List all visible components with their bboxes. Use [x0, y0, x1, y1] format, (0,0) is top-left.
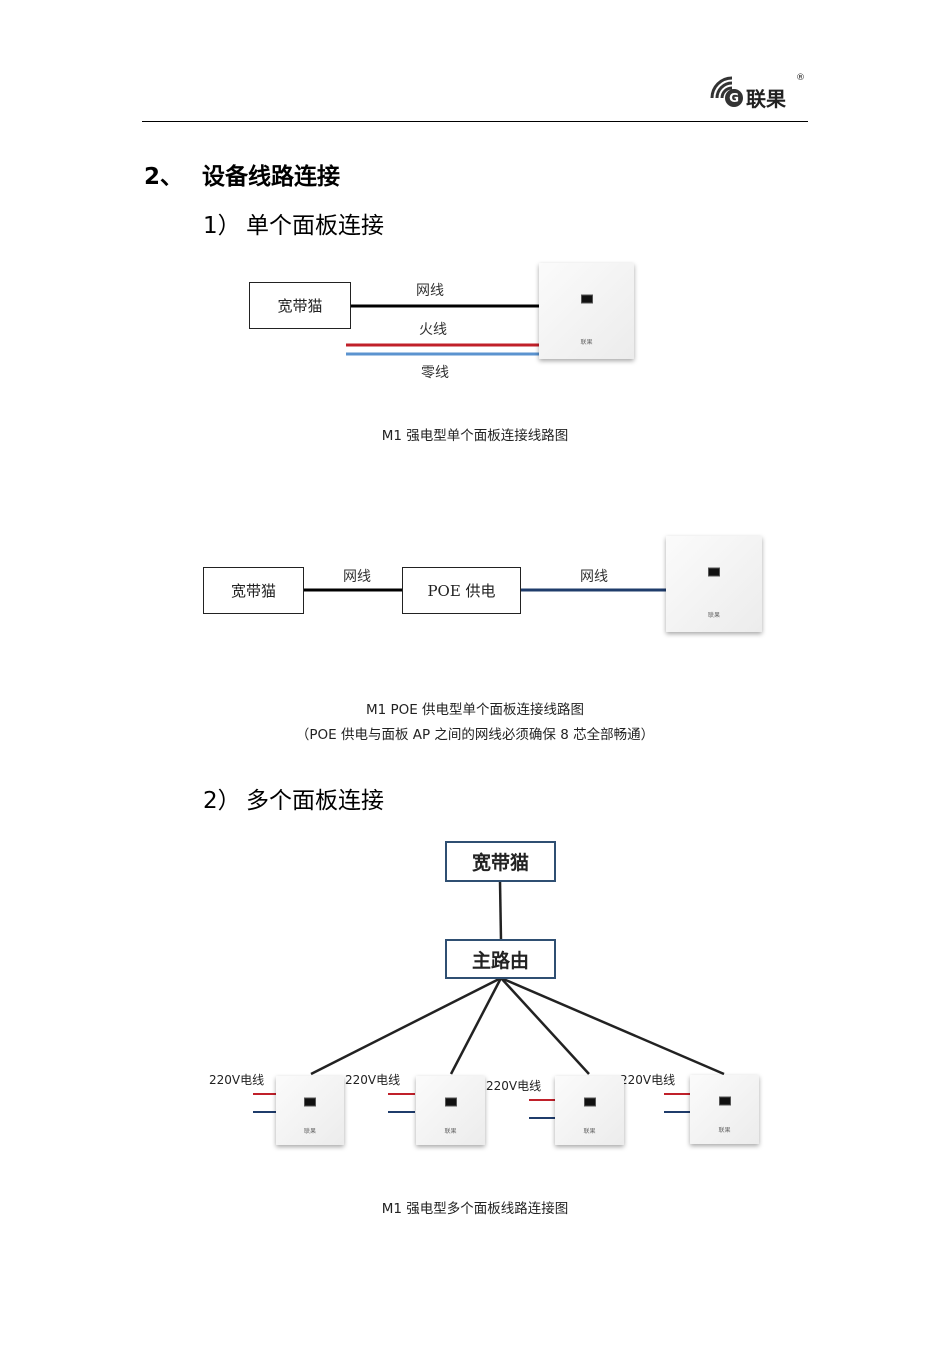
modem-box-3: 宽带猫 [445, 841, 556, 882]
brand-logo: G 联果 ® [710, 73, 805, 111]
modem-box-1: 宽带猫 [249, 282, 351, 329]
label-live-wire: 火线 [419, 322, 447, 338]
wall-panel-ap-1: 联果 [539, 263, 634, 359]
ethernet-port-icon [580, 294, 593, 304]
ethernet-port-icon [718, 1096, 731, 1106]
label-220v-3: 220V电线 [486, 1079, 542, 1093]
wall-panel-ap-3c: 联果 [555, 1076, 624, 1145]
label-network-cable-2b: 网线 [580, 569, 608, 585]
label-neutral-wire: 零线 [421, 365, 449, 381]
caption-diagram-1: M1 强电型单个面板连接线路图 [381, 428, 569, 444]
label-network-cable-2a: 网线 [343, 569, 371, 585]
main-router-box: 主路由 [445, 939, 556, 979]
wall-panel-ap-2: 联果 [666, 536, 762, 632]
ethernet-port-icon [444, 1097, 457, 1107]
header-divider [142, 121, 808, 122]
caption-diagram-2-line2: （POE 供电与面板 AP 之间的网线必须确保 8 芯全部畅通） [295, 727, 655, 743]
modem-router-cable [498, 880, 503, 941]
ethernet-port-icon [304, 1097, 316, 1107]
ethernet-port-icon [708, 567, 720, 577]
poe-power-box: POE 供电 [402, 567, 521, 614]
logo-text: 联果 [746, 87, 786, 111]
wall-panel-ap-3d: 联果 [690, 1075, 759, 1144]
label-220v-1: 220V电线 [209, 1073, 265, 1087]
caption-diagram-2-line1: M1 POE 供电型单个面板连接线路图 [365, 702, 585, 718]
wall-panel-ap-3a: 联果 [276, 1076, 344, 1145]
modem-box-2: 宽带猫 [203, 567, 304, 614]
label-220v-2: 220V电线 [345, 1073, 401, 1087]
svg-text:G: G [729, 91, 739, 105]
section-heading: 2、设备线路连接 [144, 164, 340, 190]
label-network-cable-1: 网线 [416, 283, 444, 299]
subsection-heading-2: 2）多个面板连接 [203, 788, 384, 814]
ethernet-port-icon [583, 1097, 596, 1107]
caption-diagram-3: M1 强电型多个面板线路连接图 [381, 1201, 569, 1217]
subsection-heading-1: 1）单个面板连接 [203, 213, 384, 239]
svg-text:®: ® [796, 73, 805, 83]
wall-panel-ap-3b: 联果 [416, 1076, 485, 1145]
label-220v-4: 220V电线 [620, 1073, 676, 1087]
